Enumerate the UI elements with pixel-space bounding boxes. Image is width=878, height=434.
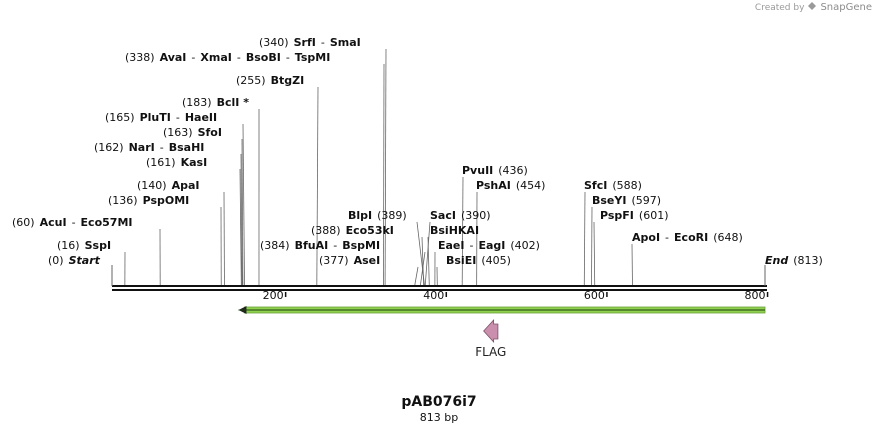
cut-site-line <box>242 123 245 286</box>
snapgene-logo-icon <box>807 1 817 14</box>
restriction-site-label: (16)SspI <box>57 239 111 252</box>
restriction-site-label: (183)BclI * <box>182 96 249 109</box>
cut-site-line <box>240 153 243 286</box>
restriction-site-label: (165)PluTI-HaeII <box>105 111 217 124</box>
cut-site-line <box>583 191 586 286</box>
flag-feature-label: FLAG <box>475 345 506 359</box>
cut-site-line <box>241 138 244 286</box>
restriction-site-label: EaeI-EagI(402) <box>438 239 540 252</box>
restriction-site-label: (161)KasI <box>146 156 207 169</box>
restriction-site-label: (388)Eco53kI <box>311 224 394 237</box>
restriction-site-label: PspFI(601) <box>600 209 669 222</box>
flag-feature-arrow <box>483 318 499 344</box>
restriction-site-label: ApoI-EcoRI(648) <box>632 231 743 244</box>
restriction-site-label: BsiHKAI <box>430 224 479 237</box>
cut-site-line <box>424 221 431 286</box>
plasmid-name: pAB076i7 <box>401 394 477 410</box>
restriction-site-label: (340)SrfI-SmaI <box>259 36 361 49</box>
cut-site-line <box>427 236 430 286</box>
restriction-site-label: (136)PspOMI <box>108 194 189 207</box>
restriction-site-label: (338)AvaI-XmaI-BsoBI-TspMI <box>125 51 330 64</box>
restriction-site-label: (60)AcuI-Eco57MI <box>12 216 133 229</box>
restriction-site-label: SacI(390) <box>430 209 491 222</box>
cut-site-line <box>384 48 387 286</box>
restriction-site-label: PshAI(454) <box>476 179 545 192</box>
ruler-tick-label: 400 <box>423 289 444 302</box>
snapgene-credit: Created by SnapGene <box>755 1 872 14</box>
restriction-site-label: BsiEI(405) <box>446 254 511 267</box>
restriction-site-label: BlpI(389) <box>348 209 407 222</box>
cut-site-line <box>414 266 419 286</box>
cut-site-line <box>420 251 426 286</box>
cut-site-line <box>383 63 385 286</box>
end-label: End(813) <box>765 254 823 267</box>
credit-prefix: Created by <box>754 2 805 13</box>
restriction-site-label: (384)BfuAI-BspMI <box>260 239 380 252</box>
restriction-site-label: PvuII(436) <box>462 164 528 177</box>
start-label: (0)Start <box>48 254 101 267</box>
plasmid-size: 813 bp <box>419 411 459 424</box>
restriction-site-label: SfcI(588) <box>584 179 642 192</box>
restriction-site-label: (163)SfoI <box>163 126 222 139</box>
cut-site-line <box>239 168 242 286</box>
restriction-site-label: (377)AseI <box>319 254 380 267</box>
restriction-site-label: BseYI(597) <box>592 194 661 207</box>
restriction-site-label: (162)NarI-BsaHI <box>94 141 204 154</box>
ruler-tick-label: 200 <box>263 289 284 302</box>
cut-site-line <box>461 176 464 286</box>
restriction-site-label: (140)ApaI <box>137 179 200 192</box>
cut-site-line <box>593 221 596 286</box>
ruler-tick-label: 800 <box>745 289 766 302</box>
cut-site-line <box>421 236 425 286</box>
credit-brand: SnapGene <box>820 2 872 13</box>
cut-site-line <box>316 86 319 286</box>
restriction-site-label: (255)BtgZI <box>236 74 304 87</box>
linear-map: 200 400 600 800 (0)Start End(813) (340)SrfI-Sm… <box>12 36 823 359</box>
ruler-tick-label: 600 <box>584 289 605 302</box>
